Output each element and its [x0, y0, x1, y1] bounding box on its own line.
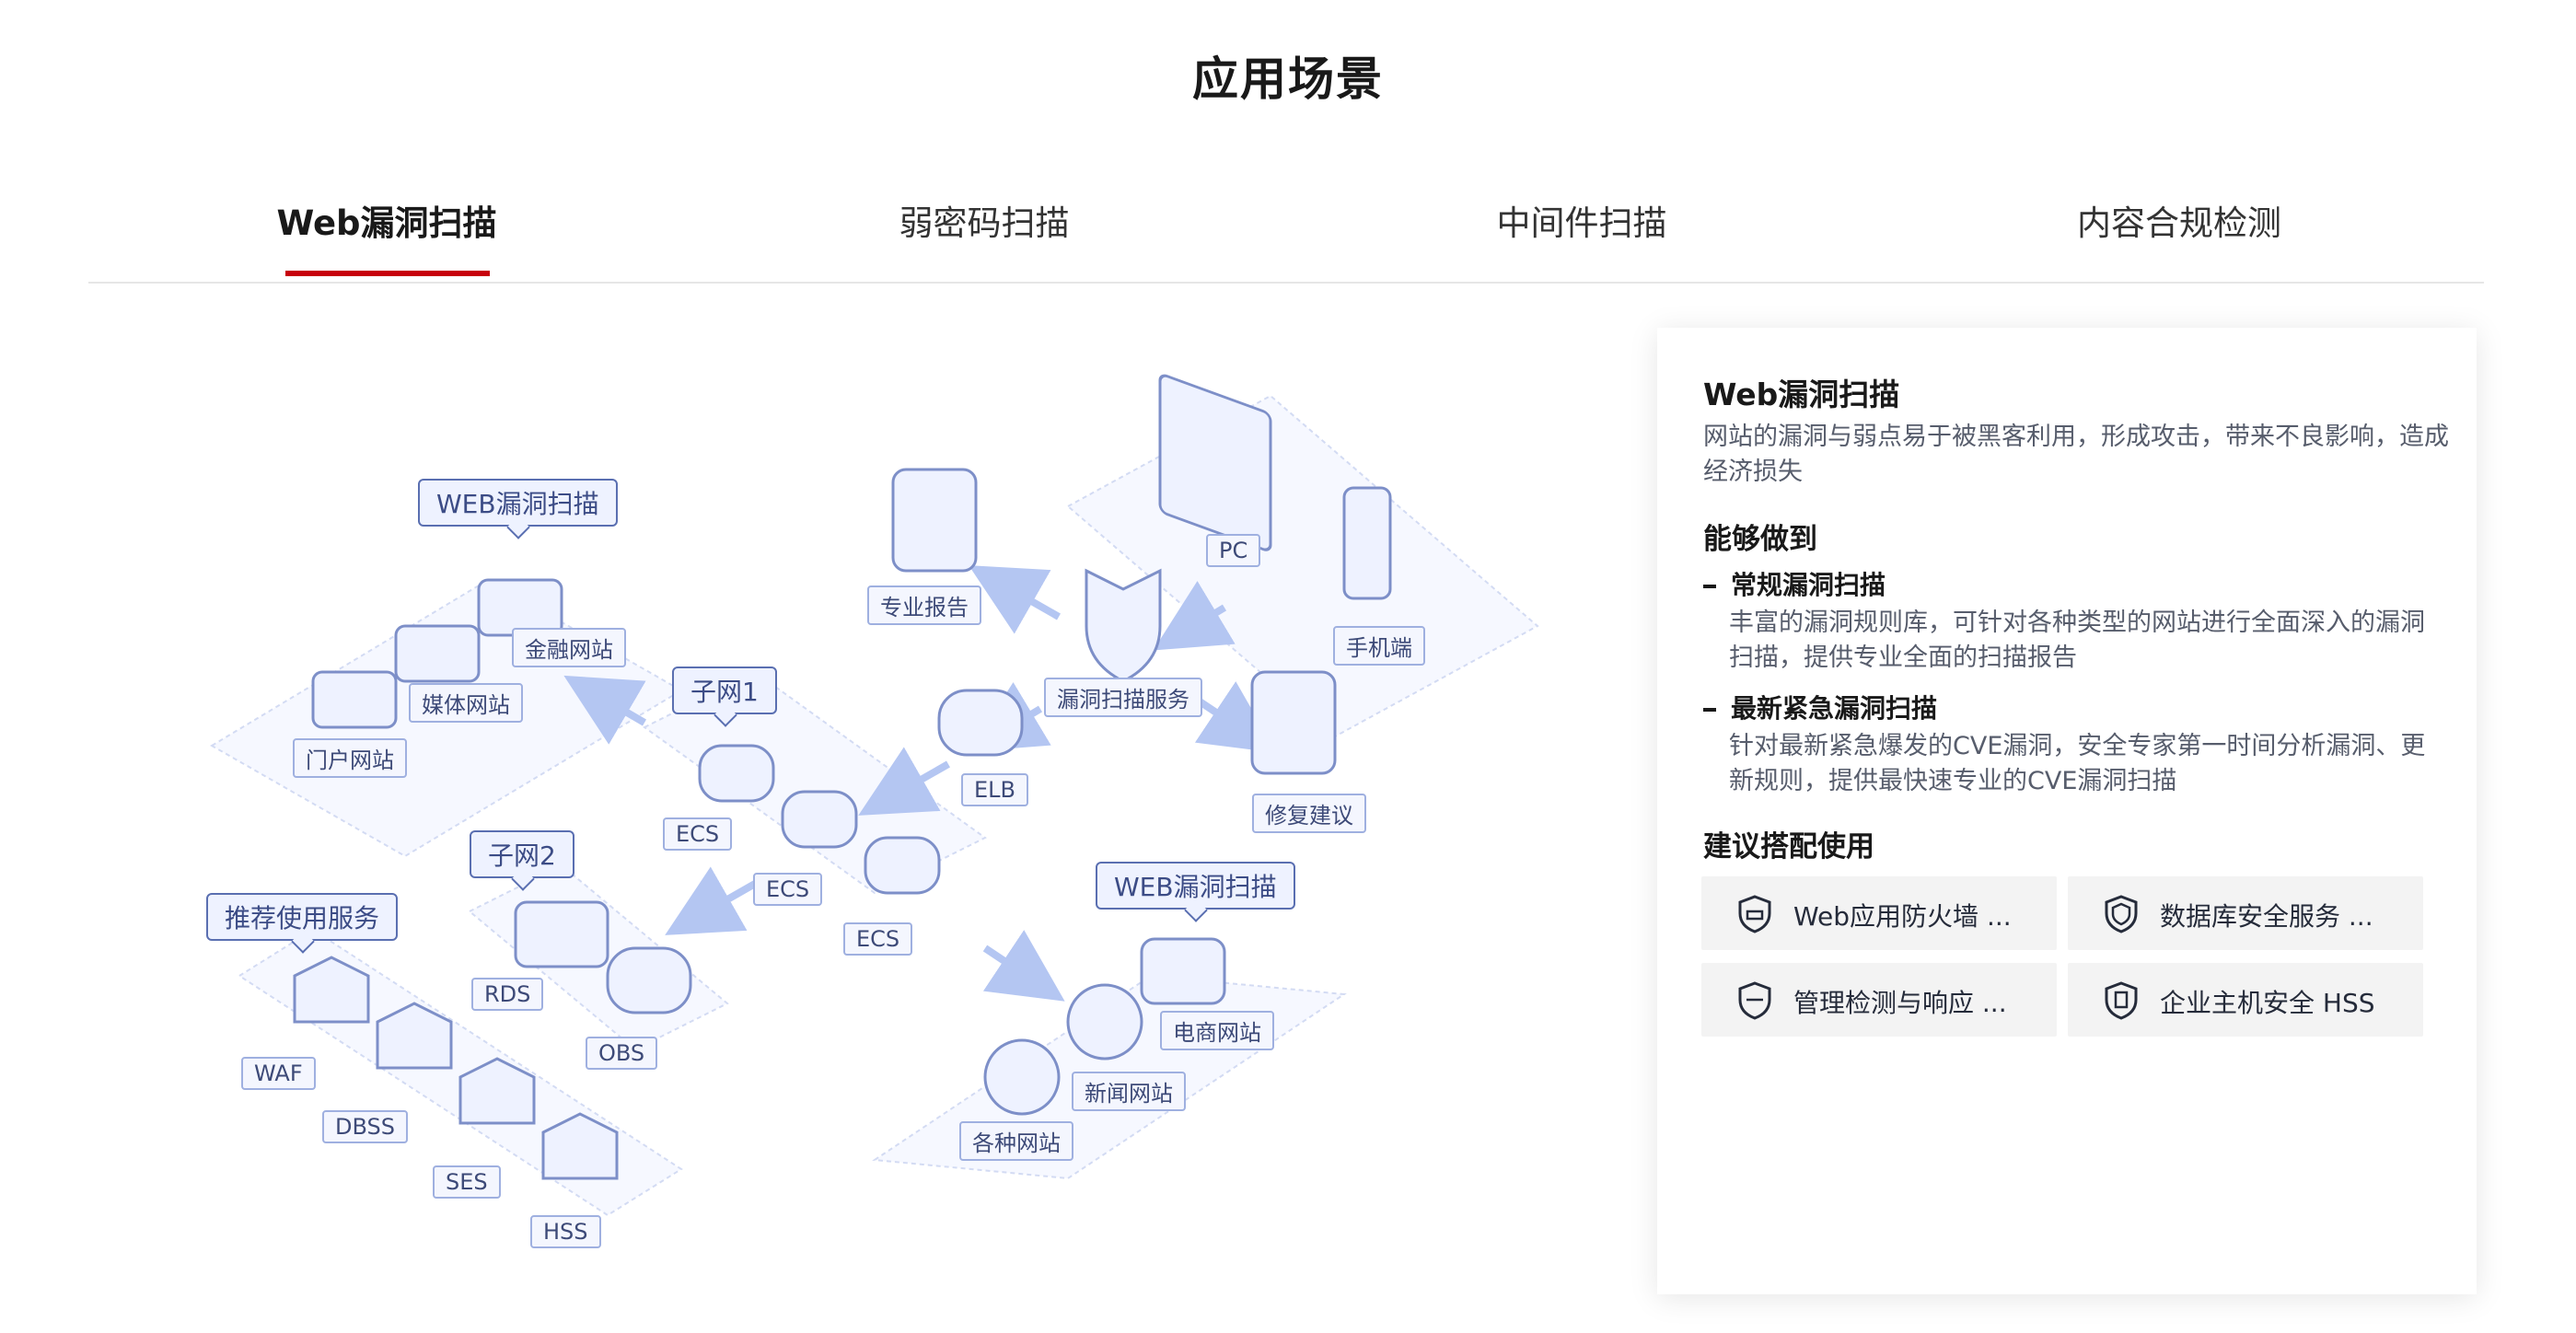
shield-icon — [2105, 895, 2138, 933]
arrow-from-pc — [1153, 581, 1236, 651]
panel-description: 网站的漏洞与弱点易于被黑客利用，形成攻击，带来不良影响，造成经济损失 — [1703, 423, 2449, 486]
capability-description: 针对最新紧急爆发的CVE漏洞，安全专家第一时间分析漏洞、更新规则，提供最快速专业… — [1729, 732, 2426, 795]
label-ecs-1: ECS — [663, 817, 733, 851]
mobile-device — [1342, 486, 1392, 600]
label-dbss: DBSS — [322, 1110, 408, 1143]
active-tab-indicator — [285, 271, 490, 276]
label-ecommerce-site: 电商网站 — [1160, 1011, 1274, 1050]
arrow-to-repair — [1194, 681, 1277, 753]
ecs3-device — [864, 836, 941, 895]
hss-device — [541, 1112, 619, 1180]
scenario-detail-panel: Web漏洞扫描 网站的漏洞与弱点易于被黑客利用，形成攻击，带来不良影响，造成经济… — [1657, 328, 2477, 1294]
tag-recommended: 推荐使用服务 — [206, 893, 399, 941]
arrow-to-subnet1 — [858, 747, 950, 816]
label-elb: ELB — [961, 773, 1028, 806]
ses-device — [458, 1057, 536, 1125]
label-ecs-3: ECS — [843, 922, 913, 956]
tab-bar: Web漏洞扫描 弱密码扫描 中间件扫描 内容合规检测 — [88, 175, 2484, 284]
report-device — [891, 468, 978, 573]
label-various-sites: 各种网站 — [959, 1121, 1073, 1161]
ecs2-device — [781, 790, 858, 849]
various-device — [983, 1038, 1061, 1116]
panel-title: Web漏洞扫描 — [1703, 377, 1900, 412]
media-device — [394, 624, 481, 683]
label-portal-site: 门户网站 — [293, 738, 407, 778]
capability-title: 常规漏洞扫描 — [1703, 565, 1886, 602]
elb-device — [937, 689, 1024, 757]
news-device — [1066, 983, 1143, 1061]
capabilities-heading: 能够做到 — [1703, 523, 1817, 556]
service-card-mdr[interactable]: 管理检测与响应 ... — [1701, 963, 2057, 1037]
ecommerce-device — [1140, 937, 1226, 1005]
architecture-diagram: WEB漏洞扫描 子网1 子网2 推荐使用服务 WEB漏洞扫描 金融网站 媒体网站… — [184, 341, 1565, 1280]
service-card-dbss[interactable]: 数据库安全服务 ... — [2068, 876, 2423, 950]
tag-web-scan-right: WEB漏洞扫描 — [1096, 862, 1295, 910]
arrow-to-web-left — [563, 675, 647, 745]
label-mobile: 手机端 — [1333, 626, 1425, 666]
scan-shield — [1085, 568, 1162, 683]
label-pc: PC — [1206, 534, 1261, 567]
service-card-waf[interactable]: Web应用防火墙 ... — [1701, 876, 2057, 950]
service-card-label: 数据库安全服务 ... — [2160, 901, 2373, 932]
label-hss: HSS — [530, 1215, 601, 1248]
service-card-label: 企业主机安全 HSS — [2160, 988, 2375, 1018]
dash-icon — [1703, 708, 1716, 712]
shield-icon — [1738, 981, 1771, 1020]
repair-device — [1250, 670, 1337, 775]
tag-subnet2: 子网2 — [470, 830, 574, 878]
arrow-to-web-right — [982, 930, 1065, 1002]
shield-icon — [2105, 981, 2138, 1020]
page-title: 应用场景 — [1192, 52, 1384, 106]
label-finance-site: 金融网站 — [512, 628, 626, 667]
tag-subnet1: 子网1 — [672, 666, 777, 714]
tab-web-vuln-scan[interactable]: Web漏洞扫描 — [276, 203, 497, 243]
pc-monitor — [1158, 374, 1272, 551]
finance-device — [477, 578, 563, 637]
tab-weak-password-scan[interactable]: 弱密码扫描 — [899, 203, 1070, 243]
recommend-heading: 建议搭配使用 — [1703, 830, 1874, 864]
label-waf: WAF — [241, 1057, 316, 1090]
label-report: 专业报告 — [867, 585, 981, 625]
arrow-to-subnet2 — [665, 866, 757, 935]
service-card-label: Web应用防火墙 ... — [1793, 901, 2012, 932]
diagram-graphics — [210, 374, 1539, 1217]
waf-device — [293, 956, 370, 1024]
tab-middleware-scan[interactable]: 中间件扫描 — [1496, 203, 1667, 243]
obs-device — [606, 946, 692, 1014]
label-media-site: 媒体网站 — [409, 683, 523, 723]
label-rds: RDS — [471, 978, 544, 1011]
ecs1-device — [698, 744, 775, 803]
dbss-device — [376, 1002, 453, 1070]
service-card-hss[interactable]: 企业主机安全 HSS — [2068, 963, 2423, 1037]
portal-device — [311, 670, 398, 729]
label-scan-service: 漏洞扫描服务 — [1044, 678, 1202, 717]
arrow-to-report — [969, 565, 1061, 634]
tab-content-compliance[interactable]: 内容合规检测 — [2077, 203, 2281, 243]
shield-icon — [1738, 895, 1771, 933]
capability-title: 最新紧急漏洞扫描 — [1703, 689, 1937, 725]
service-card-label: 管理检测与响应 ... — [1793, 988, 2007, 1018]
label-news-site: 新闻网站 — [1072, 1072, 1186, 1111]
label-obs: OBS — [586, 1037, 658, 1070]
dash-icon — [1703, 585, 1716, 588]
capability-description: 丰富的漏洞规则库，可针对各种类型的网站进行全面深入的漏洞扫描，提供专业全面的扫描… — [1729, 609, 2425, 672]
label-ecs-2: ECS — [753, 873, 823, 906]
rds-device — [514, 900, 609, 968]
label-repair: 修复建议 — [1252, 794, 1366, 833]
label-ses: SES — [433, 1165, 501, 1199]
tag-web-scan-left: WEB漏洞扫描 — [418, 479, 618, 527]
